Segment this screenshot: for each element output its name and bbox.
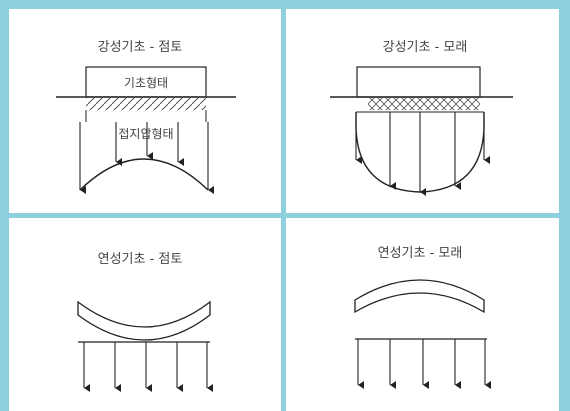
- frame-right: [559, 0, 570, 411]
- panel-4-title: 연성기초 - 모래: [377, 246, 463, 261]
- panel-1-rigid-clay: [56, 66, 236, 194]
- panel-2-soil-hatch: [368, 98, 480, 110]
- frame-middle-horizontal: [0, 213, 570, 218]
- panel-2-rigid-sand: [330, 66, 513, 196]
- panel-1-pressure-curve: [79, 158, 209, 191]
- panel-3-title: 연성기초 - 점토: [97, 252, 183, 267]
- panel-2-footing: [356, 66, 481, 98]
- panel-4-footing: [354, 279, 485, 314]
- panel-3-footing: [77, 300, 211, 341]
- frame-middle-vertical: [281, 0, 286, 411]
- frame-left: [0, 0, 9, 411]
- panel-3-flexible-clay: [77, 300, 213, 392]
- panel-1-soil-hatch: [86, 98, 206, 110]
- panel-4-flexible-sand: [354, 279, 491, 389]
- panel-1-footing-label: 기초형태: [124, 76, 168, 90]
- panel-1-pressure-label: 접지압형태: [118, 127, 173, 141]
- panel-1-title: 강성기초 - 점토: [97, 40, 183, 55]
- panel-2-title: 강성기초 - 모래: [382, 40, 468, 55]
